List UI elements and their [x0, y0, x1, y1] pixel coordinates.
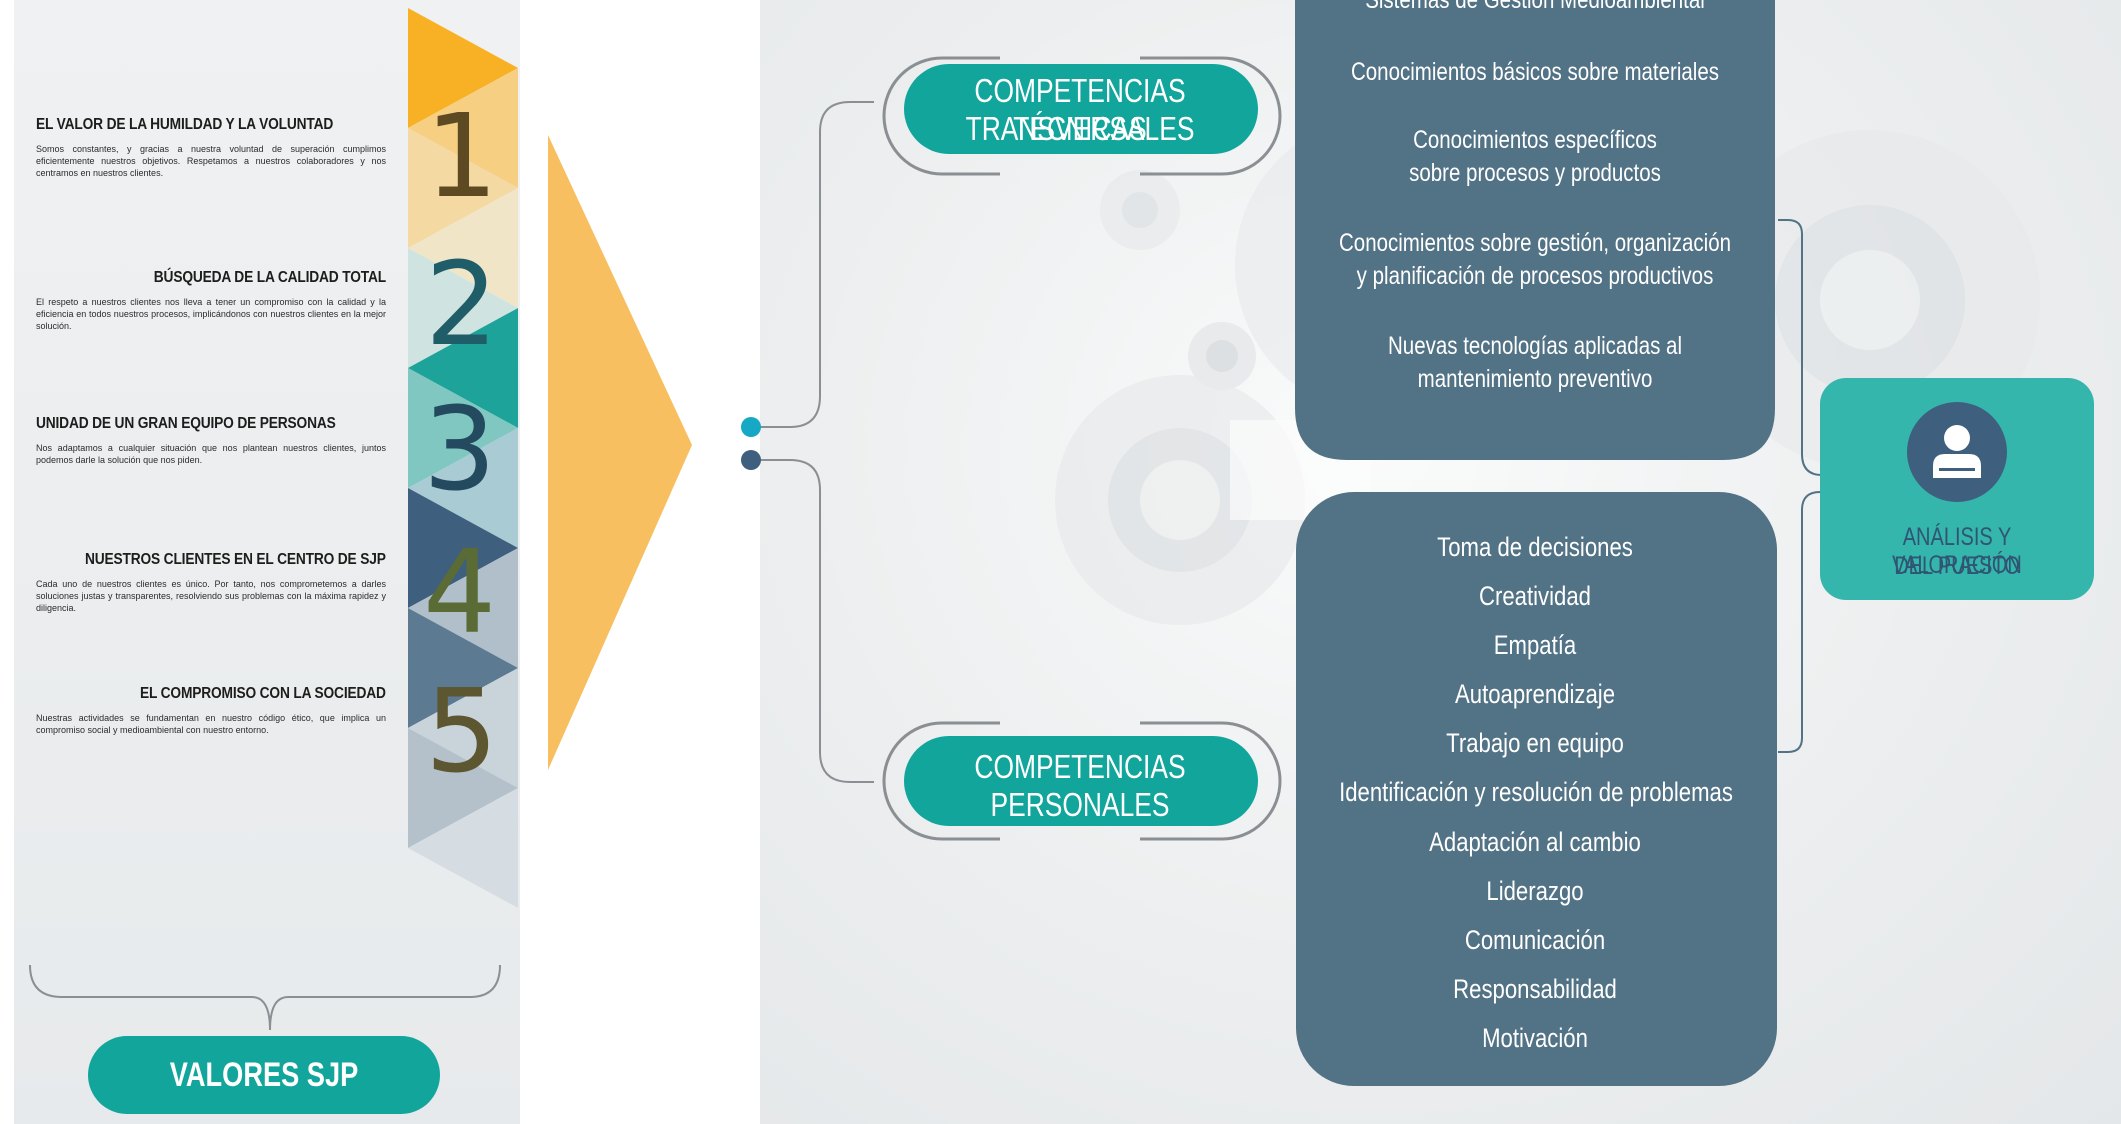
- value-item-4: NUESTROS CLIENTES EN EL CENTRO DE SJP Ca…: [0, 551, 386, 651]
- personal-box: [1296, 492, 1777, 1086]
- value-number-4: 4: [423, 526, 497, 660]
- analysis-label-line2: DEL PUESTO: [1894, 552, 2020, 580]
- value-item-3: UNIDAD DE UN GRAN EQUIPO DE PERSONAS Nos…: [0, 415, 400, 515]
- value-text: Cada uno de nuestros clientes es único. …: [36, 579, 386, 613]
- value-text: El respeto a nuestros clientes nos lleva…: [36, 297, 386, 331]
- personal-item: Comunicación: [1464, 925, 1606, 955]
- competencies-brace: [752, 101, 874, 428]
- personal-item: Responsabilidad: [1453, 974, 1617, 1004]
- values-brace: [29, 964, 501, 1031]
- value-number-3: 3: [423, 383, 497, 517]
- tech-item: Sistemas de Gestión Medioambiental: [1365, 0, 1705, 14]
- personal-item: Creatividad: [1478, 581, 1591, 611]
- value-title: EL COMPROMISO CON LA SOCIEDAD: [140, 685, 386, 702]
- value-text: Nuestras actividades se fundamentan en n…: [36, 713, 386, 735]
- value-title: NUESTROS CLIENTES EN EL CENTRO DE SJP: [85, 551, 386, 568]
- value-title: EL VALOR DE LA HUMILDAD Y LA VOLUNTAD: [36, 116, 334, 133]
- value-item-1: EL VALOR DE LA HUMILDAD Y LA VOLUNTAD So…: [0, 116, 400, 216]
- personal-label-line2: PERSONALES: [990, 786, 1170, 823]
- personal-item: Identificación y resolución de problemas: [1339, 777, 1733, 807]
- personal-item: Adaptación al cambio: [1429, 827, 1641, 857]
- personal-item: Liderazgo: [1486, 876, 1584, 906]
- value-title: BÚSQUEDA DE LA CALIDAD TOTAL: [153, 269, 386, 286]
- personal-item: Toma de decisiones: [1437, 532, 1633, 562]
- personal-item: Empatía: [1493, 630, 1577, 660]
- personal-label-line1: COMPETENCIAS: [974, 748, 1186, 785]
- values-badge: [88, 1036, 440, 1114]
- connector-dot-teal: [741, 417, 761, 437]
- tech-item: Conocimientos básicos sobre materiales: [1350, 58, 1720, 86]
- user-icon-circle: [1907, 402, 2007, 502]
- values-badge-label: VALORES SJP: [169, 1056, 359, 1094]
- personal-item: Motivación: [1482, 1023, 1588, 1053]
- value-item-2: BÚSQUEDA DE LA CALIDAD TOTAL El respeto …: [0, 269, 386, 369]
- personal-item: Trabajo en equipo: [1446, 728, 1624, 758]
- tech-label-pill: [904, 64, 1258, 154]
- tech-label-line1: COMPETENCIAS TÉCNICAS: [974, 72, 1186, 147]
- tech-label-line2: TRANSVERSALES: [965, 110, 1195, 147]
- value-text: Nos adaptamos a cualquier situación que …: [36, 443, 386, 465]
- tech-box: [1295, 0, 1775, 460]
- tech-item: Nuevas tecnologías aplicadas al mantenim…: [1387, 332, 1683, 393]
- tech-item: Conocimientos específicos sobre procesos…: [1409, 126, 1661, 187]
- value-title: UNIDAD DE UN GRAN EQUIPO DE PERSONAS: [36, 415, 336, 432]
- personal-item: Autoaprendizaje: [1454, 679, 1616, 709]
- tech-item: Conocimientos sobre gestión, organizació…: [1338, 229, 1732, 290]
- value-number-1: 1: [425, 90, 499, 224]
- value-item-5: EL COMPROMISO CON LA SOCIEDAD Nuestras a…: [0, 685, 386, 785]
- connector-dot-navy: [741, 450, 761, 470]
- value-number-2: 2: [425, 238, 499, 372]
- user-icon: [1933, 425, 1981, 478]
- personal-label-pill: [904, 736, 1258, 826]
- big-arrow-shape: [548, 135, 692, 770]
- analysis-label-line1: ANÁLISIS Y VALORACIÓN: [1892, 523, 2022, 579]
- value-number-5: 5: [425, 665, 499, 799]
- value-number-strip: [408, 8, 518, 908]
- value-text: Somos constantes, y gracias a nuestra vo…: [36, 144, 386, 178]
- analysis-brace: [1778, 219, 1835, 753]
